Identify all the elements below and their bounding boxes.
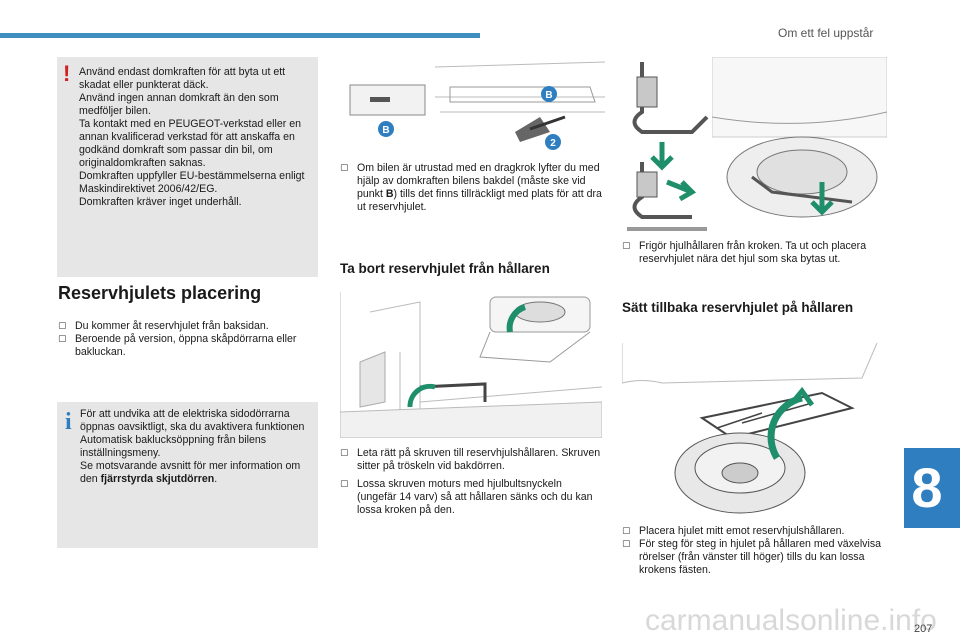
trunk-floor-illustration — [340, 292, 602, 438]
list-item: ▢Du kommer åt reservhjulet från baksidan… — [58, 320, 269, 332]
info-box: i För att undvika att de elektriska sido… — [57, 402, 318, 548]
bullet-icon: ▢ — [622, 241, 631, 251]
watermark: carmanualsonline.info — [645, 604, 937, 637]
header-bar — [0, 33, 480, 38]
chapter-tab: 8 — [904, 448, 960, 528]
warning-line: Använd ingen annan domkraft än den som m… — [79, 92, 279, 117]
col2-bullets-top: ▢Om bilen är utrustad med en dragkrok ly… — [340, 162, 602, 214]
bullet-icon: ▢ — [58, 321, 67, 331]
list-item: ▢Lossa skruven moturs med hjulbultsnycke… — [340, 478, 593, 516]
col2-bullets: ▢Leta rätt på skruven till reservhjulshå… — [340, 447, 602, 522]
svg-text:B: B — [382, 125, 389, 136]
col3-heading: Sätt tillbaka reservhjulet på hållaren — [622, 300, 854, 315]
spare-wheel-underbody-illustration — [712, 57, 887, 218]
warning-line: Använd endast domkraften för att byta ut… — [79, 66, 286, 91]
section-title: Om ett fel uppstår — [778, 26, 874, 40]
bullet-icon: ▢ — [58, 334, 67, 344]
point-b-marker — [541, 86, 557, 102]
list-item: ▢Leta rätt på skruven till reservhjulshå… — [340, 447, 601, 472]
warning-line: Domkraften kräver inget underhåll. — [79, 196, 242, 208]
list-item: ▢Beroende på version, öppna skåpdörrarna… — [58, 333, 297, 358]
bullet-icon: ▢ — [340, 479, 349, 489]
warning-line: Domkraften uppfyller EU-bestämmelserna e… — [79, 170, 305, 195]
col3-bullets: ▢Placera hjulet mitt emot reservhjulshål… — [622, 525, 890, 577]
col2-heading: Ta bort reservhjulet från hållaren — [340, 261, 550, 276]
list-item: ▢Om bilen är utrustad med en dragkrok ly… — [340, 162, 602, 213]
warning-icon: ! — [63, 61, 71, 86]
info-link-text: fjärrstyrda skjutdörren — [100, 473, 215, 485]
bullet-icon: ▢ — [622, 539, 631, 549]
jack-illustration: B B 2 — [340, 57, 605, 157]
bullet-icon: ▢ — [340, 448, 349, 458]
rotate-arrow-icon — [506, 304, 527, 333]
svg-text:B: B — [545, 90, 552, 101]
col3-bullets-top: ▢Frigör hjulhållaren från kroken. Ta ut … — [622, 240, 890, 266]
warning-line: Ta kontakt med en PEUGEOT-verkstad eller… — [79, 118, 301, 169]
section-bullets: ▢Du kommer åt reservhjulet från baksidan… — [58, 320, 316, 359]
warning-text: Använd endast domkraften för att byta ut… — [79, 66, 315, 209]
point-b-marker — [378, 121, 394, 137]
step-2-marker — [545, 134, 561, 150]
hook-illustration — [627, 62, 709, 231]
warning-box: ! Använd endast domkraften för att byta … — [57, 57, 318, 277]
list-item: ▢Frigör hjulhållaren från kroken. Ta ut … — [622, 240, 867, 265]
wheel-carrier-illustration — [622, 343, 878, 514]
bullet-icon: ▢ — [340, 163, 349, 173]
rotate-arrow-icon — [407, 383, 436, 408]
page-number: 207 — [914, 623, 933, 635]
down-arrow-icon — [810, 182, 834, 216]
svg-text:2: 2 — [550, 138, 556, 149]
info-icon: i — [65, 409, 72, 435]
chapter-number: 8 — [911, 456, 943, 519]
bullet-icon: ▢ — [622, 526, 631, 536]
list-item: ▢För steg för steg in hjulet på hållaren… — [622, 538, 882, 576]
list-item: ▢Placera hjulet mitt emot reservhjulshål… — [622, 525, 845, 537]
info-text: För att undvika att de elektriska sidodö… — [80, 408, 305, 485]
section-heading: Reservhjulets placering — [58, 283, 262, 303]
